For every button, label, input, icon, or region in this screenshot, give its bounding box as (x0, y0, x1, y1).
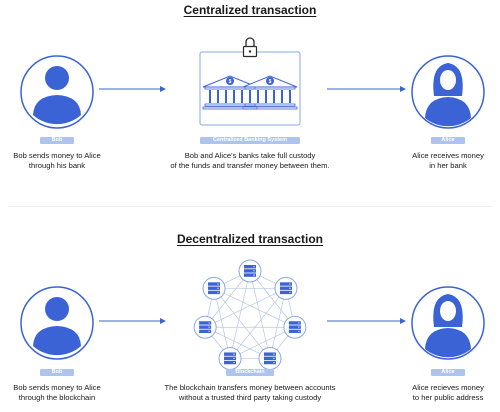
network-link (213, 288, 231, 359)
bob-badge-decentralized: Bob (40, 369, 74, 376)
lock-icon (242, 37, 258, 58)
network-link (213, 288, 295, 328)
system-caption: Bob and Alice's banks take full custody … (170, 151, 330, 170)
bank-icon-right: $ (242, 75, 298, 110)
bob-caption-decentralized: Bob sends money to Alice through the blo… (13, 383, 101, 402)
network-link (249, 270, 271, 359)
network-link (229, 270, 251, 359)
server-node-icon (258, 346, 282, 370)
blockchain-network-icon (193, 259, 307, 370)
system-badge: Centralized Banking System (200, 137, 300, 144)
server-node-icon (193, 315, 217, 339)
network-link (229, 288, 287, 359)
blockchain-badge: Blockchain (226, 369, 274, 376)
network-link (204, 270, 251, 328)
server-node-icon (202, 276, 226, 300)
decentralized-title: Decentralized transaction (176, 232, 324, 246)
server-node-icon (274, 276, 298, 300)
network-link (205, 288, 287, 328)
network-link (213, 288, 271, 359)
bank-building-icon: $ $ (199, 37, 301, 126)
alice-badge: Alice (431, 137, 465, 144)
alice-avatar-icon (411, 55, 485, 129)
svg-text:$: $ (269, 79, 272, 85)
centralized-title: Centralized transaction (183, 3, 317, 17)
network-link (249, 270, 296, 328)
alice-caption-decentralized: Alice recieves money to her public addre… (412, 383, 484, 402)
bob-caption: Bob sends money to Alice through his ban… (13, 151, 101, 170)
blockchain-caption: The blockchain transfers money between a… (164, 383, 336, 402)
section-divider (8, 206, 492, 207)
network-link (229, 326, 295, 359)
alice-caption: Alice receives money in her bank (412, 151, 484, 170)
server-node-icon (283, 315, 307, 339)
svg-text:$: $ (229, 79, 232, 85)
bob-avatar-icon (20, 55, 94, 129)
alice-avatar-icon-decentralized (411, 286, 485, 360)
bob-avatar-icon-decentralized (20, 286, 94, 360)
server-node-icon (238, 259, 262, 283)
alice-badge-decentralized: Alice (431, 369, 465, 376)
bob-badge: Bob (40, 137, 74, 144)
server-node-icon (218, 346, 242, 370)
network-link (269, 288, 287, 359)
network-link (205, 326, 271, 359)
